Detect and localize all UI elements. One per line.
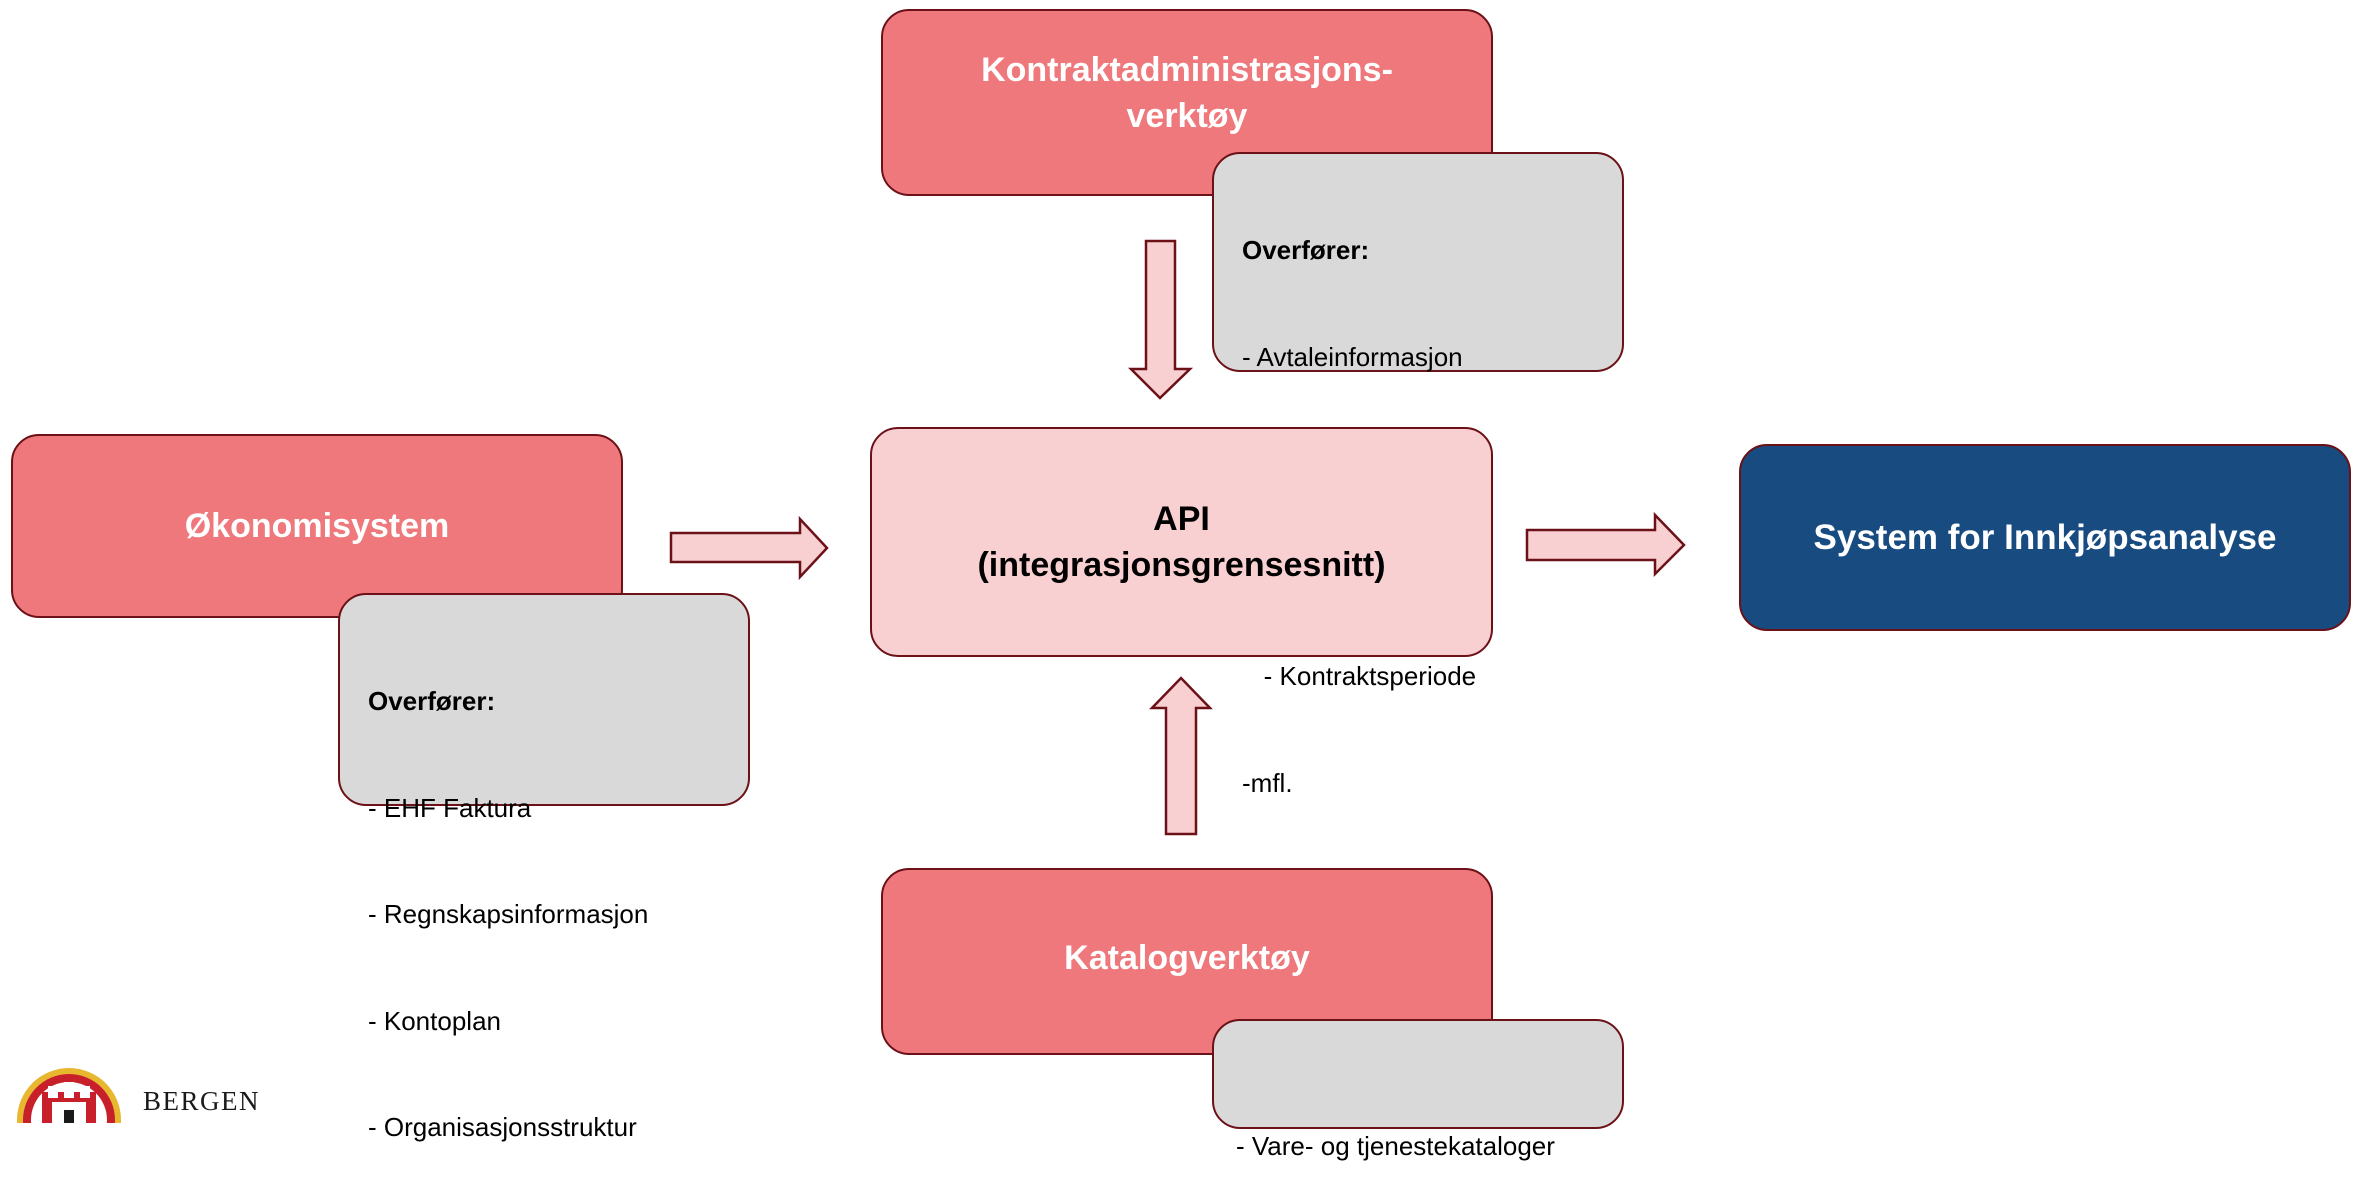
- economy-note-line: - Organisasjonsstruktur: [368, 1112, 637, 1142]
- flow-arrows: [669, 239, 1686, 836]
- contract-note-line: - Kontraktsperiode: [1242, 661, 1477, 691]
- arrow-catalog-to-api: [1149, 676, 1213, 836]
- api-sublabel: (integrasjonsgrensesnitt): [977, 546, 1386, 584]
- contract-admin-tool-label-line1: Kontraktadministrasjons-: [981, 50, 1393, 89]
- api-label: API: [1153, 500, 1210, 538]
- contract-admin-tool-label-line2: verktøy: [1126, 96, 1248, 135]
- procurement-analysis-system-label: System for Innkjøpsanalyse: [1813, 517, 2277, 557]
- economy-note-line: - Regnskapsinformasjon: [368, 899, 649, 929]
- contract-admin-tool-node: Kontraktadministrasjons- verktøy: [881, 9, 1493, 196]
- bergen-logo-text: BERGEN: [143, 1086, 260, 1116]
- arrow-contract-to-api: [1127, 239, 1194, 400]
- contract-note-heading: Overfører:: [1242, 235, 1370, 265]
- economy-system-label: Økonomisystem: [184, 507, 450, 545]
- contract-note-line: - Avtaleinformasjon: [1242, 341, 1463, 372]
- arrow-api-to-analysis: [1525, 511, 1686, 578]
- economy-system-node: Økonomisystem: [11, 434, 623, 618]
- procurement-analysis-system-node: System for Innkjøpsanalyse: [1739, 444, 2351, 631]
- catalog-transfer-note: - Vare- og tjenestekataloger: [1212, 1019, 1624, 1161]
- economy-transfer-note: Overfører: - EHF Faktura - Regnskapsinfo…: [338, 593, 750, 1142]
- contract-note-line: -mfl.: [1242, 767, 1293, 798]
- economy-note-line: - EHF Faktura: [368, 792, 532, 823]
- catalog-tool-label: Katalogverktøy: [1064, 938, 1310, 977]
- catalog-note-line: - Vare- og tjenestekataloger: [1236, 1131, 1555, 1161]
- arrow-economy-to-api: [669, 515, 829, 581]
- catalog-tool-node: Katalogverktøy: [881, 868, 1493, 1055]
- bergen-coat-of-arms-icon: [17, 1068, 121, 1123]
- economy-note-heading: Overfører:: [368, 686, 496, 716]
- contract-transfer-note: Overfører: - Avtaleinformasjon - Kontrak…: [1212, 152, 1624, 798]
- api-integration-node: API (integrasjonsgrensesnitt): [870, 427, 1493, 657]
- economy-note-line: - Kontoplan: [368, 1005, 501, 1036]
